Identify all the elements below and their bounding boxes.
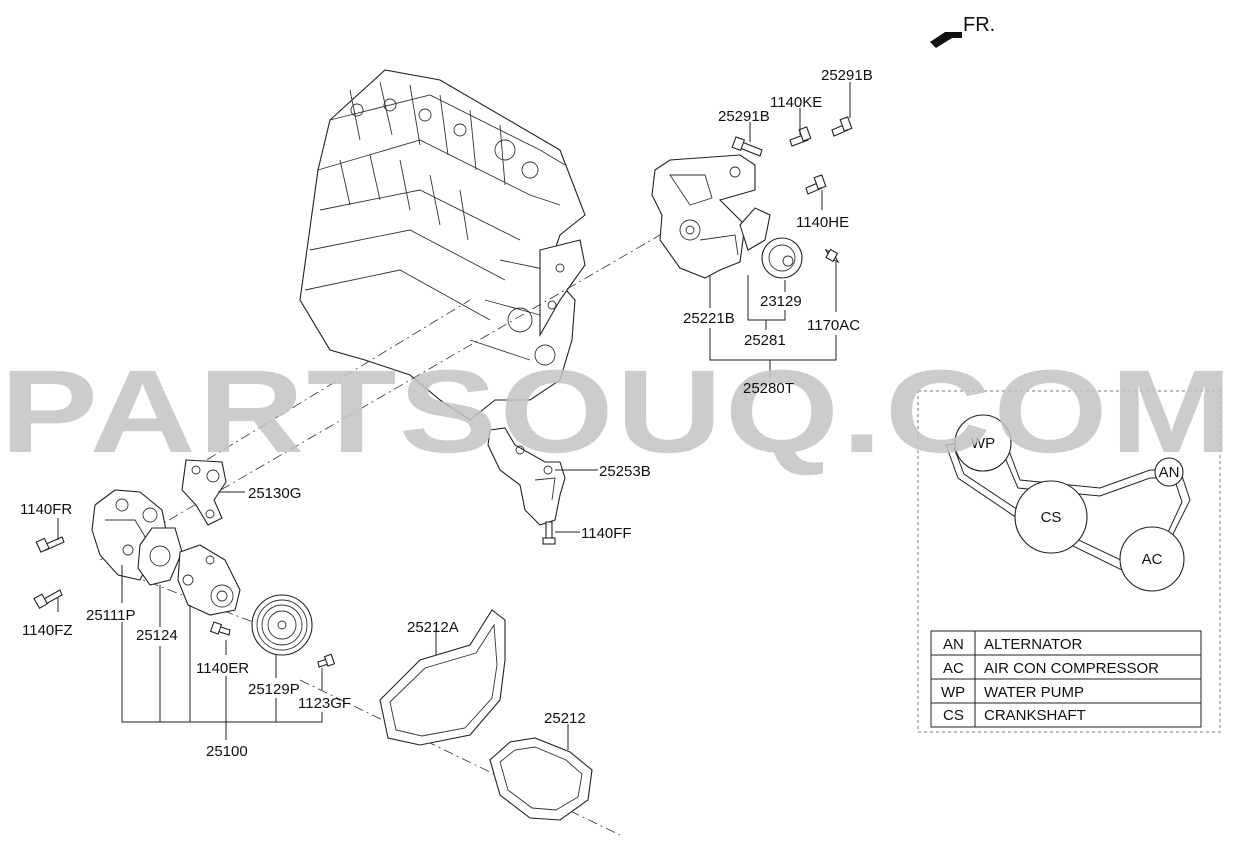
callout-25124[interactable]: 25124 [136,627,178,644]
drive-belt-25212a[interactable] [379,609,506,746]
pulley-legend-table: AN ALTERNATOR AC AIR CON COMPRESSOR WP W… [930,630,1202,728]
callout-1140ke[interactable]: 1140KE [770,94,822,111]
callout-25111p[interactable]: 25111P [86,607,136,624]
pulley-circle-wp [954,414,1012,472]
legend-code: AC [943,660,964,677]
bolt-25291b-left[interactable] [731,136,763,157]
drive-belt-25212[interactable] [489,737,593,821]
callout-1140fr[interactable]: 1140FR [20,501,72,518]
bolt-1123gf[interactable] [317,653,336,668]
callout-25212[interactable]: 25212 [544,710,586,727]
bolt-1140fr[interactable] [35,536,65,553]
legend-name: AIR CON COMPRESSOR [984,660,1159,677]
water-pump-25100[interactable] [177,544,241,616]
legend-row: WP WATER PUMP [941,684,1084,701]
callout-1123gf[interactable]: 1123GF [298,695,351,712]
pulley-label-cs: CS [1041,509,1062,526]
legend-code: WP [941,684,965,701]
leaders-water-pump [57,518,323,740]
callout-25291b-right[interactable]: 25291B [821,67,873,84]
center-lines [99,234,661,836]
callout-1140ff[interactable]: 1140FF [581,525,632,542]
part-callouts: 25291B 25291B 1140KE 1140HE 23129 25221B… [20,67,873,760]
engine-bracket-25253b[interactable] [487,427,566,526]
callout-1140fz[interactable]: 1140FZ [22,622,73,639]
callout-25100[interactable]: 25100 [206,743,248,760]
leaders-top-right [709,82,851,378]
tensioner-bracket-25221b[interactable] [651,154,756,279]
pulley-label-an: AN [1159,464,1180,481]
pulley-circle-cs [1014,480,1088,554]
callout-1170ac[interactable]: 1170AC [807,317,860,334]
pulley-circle-ac [1119,526,1185,592]
callout-25130g[interactable]: 25130G [248,485,301,502]
water-pump-gasket-25124[interactable] [137,527,183,586]
legend-code: AN [943,636,964,653]
callout-25281[interactable]: 25281 [744,332,786,349]
gasket-25130g[interactable] [181,459,227,526]
callout-25212a[interactable]: 25212A [407,619,459,636]
water-pump-pulley-25129p[interactable] [251,594,313,656]
callout-25129p[interactable]: 25129P [248,681,300,698]
bolt-1140fz[interactable] [33,589,63,609]
belt-routing-frame [917,390,1221,733]
legend-code: CS [943,707,964,724]
legend-name: ALTERNATOR [984,636,1083,653]
pulley-label-wp: WP [971,435,995,452]
callout-25280t[interactable]: 25280T [743,380,794,397]
belt-routing-panel: WP AN CS AC AN ALTERNATOR AC AIR CON COM… [917,390,1221,733]
callout-25291b-left[interactable]: 25291B [718,108,770,125]
callout-25253b[interactable]: 25253B [599,463,651,480]
pulley-circle-an [1154,457,1184,487]
callout-1140he[interactable]: 1140HE [796,214,849,231]
legend-name: CRANKSHAFT [984,707,1086,724]
front-arrow-icon [930,32,962,48]
legend-name: WATER PUMP [984,684,1084,701]
bolt-1140er[interactable] [209,621,231,636]
legend-row: AN ALTERNATOR [943,636,1083,653]
bolt-1140ff[interactable] [542,521,556,545]
belt-route-inner [953,445,1183,581]
bolt-25291b-right[interactable] [831,116,853,137]
pulley-label-ac: AC [1142,551,1163,568]
legend-row: CS CRANKSHAFT [943,707,1086,724]
watermark-text: PARTSOUQ.COM [0,346,1235,478]
front-label: FR. [963,14,995,36]
belt-route-outer [945,439,1191,591]
callout-25221b[interactable]: 25221B [683,310,735,327]
front-direction-indicator: FR. [930,14,995,48]
bolt-1170ac[interactable] [824,248,840,264]
bolt-1140he[interactable] [805,174,827,195]
bolt-1140ke[interactable] [789,126,812,147]
callout-23129[interactable]: 23129 [760,293,802,310]
engine-block-illustration [299,69,586,421]
callout-1140er[interactable]: 1140ER [196,660,249,677]
tensioner-pulley-23129[interactable] [739,207,803,279]
legend-row: AC AIR CON COMPRESSOR [943,660,1159,677]
